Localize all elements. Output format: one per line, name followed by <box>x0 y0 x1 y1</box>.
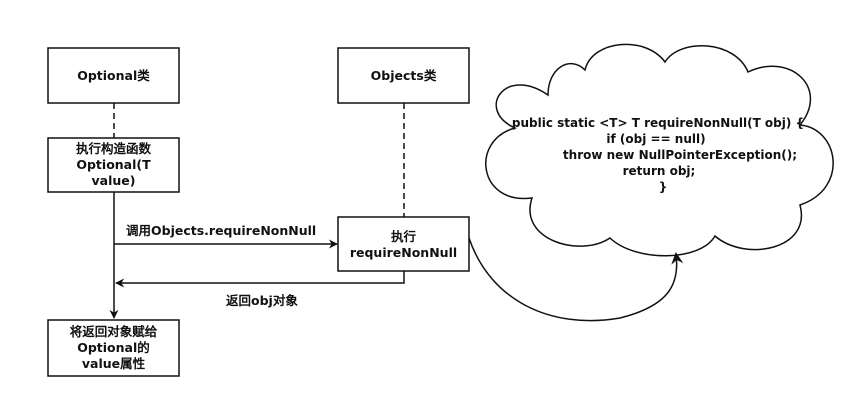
constructor-line-3: value) <box>92 173 136 188</box>
assign-line-2: Optional的 <box>77 340 150 355</box>
return-arrow <box>115 271 405 288</box>
return-label: 返回obj对象 <box>226 293 298 308</box>
constructor-line-2: Optional(T <box>76 157 151 172</box>
assign-line-3: value属性 <box>82 356 146 371</box>
objects-class-box: Objects类 <box>337 47 470 104</box>
code-line-3: throw new NullPointerException(); <box>563 148 797 162</box>
cloud-connector-arrow <box>468 237 684 322</box>
objects-class-label: Objects类 <box>371 68 437 83</box>
constructor-box: 执行构造函数 Optional(T value) <box>47 137 180 193</box>
require-line-1: 执行 <box>391 229 417 244</box>
optional-class-label: Optional类 <box>77 68 150 83</box>
assign-line-1: 将返回对象赋给 <box>70 324 158 339</box>
require-line-2: requireNonNull <box>350 245 457 260</box>
code-cloud <box>485 43 834 257</box>
assign-box: 将返回对象赋给 Optional的 value属性 <box>47 319 180 377</box>
code-line-5: } <box>659 180 668 194</box>
code-line-1: public static <T> T requireNonNull(T obj… <box>512 116 804 130</box>
code-line-2: if (obj == null) <box>606 132 705 146</box>
constructor-line-1: 执行构造函数 <box>76 141 152 156</box>
optional-class-box: Optional类 <box>47 47 180 104</box>
require-nonnull-box: 执行 requireNonNull <box>337 216 470 272</box>
call-label: 调用Objects.requireNonNull <box>126 223 316 238</box>
code-line-4: return obj; <box>623 164 696 178</box>
